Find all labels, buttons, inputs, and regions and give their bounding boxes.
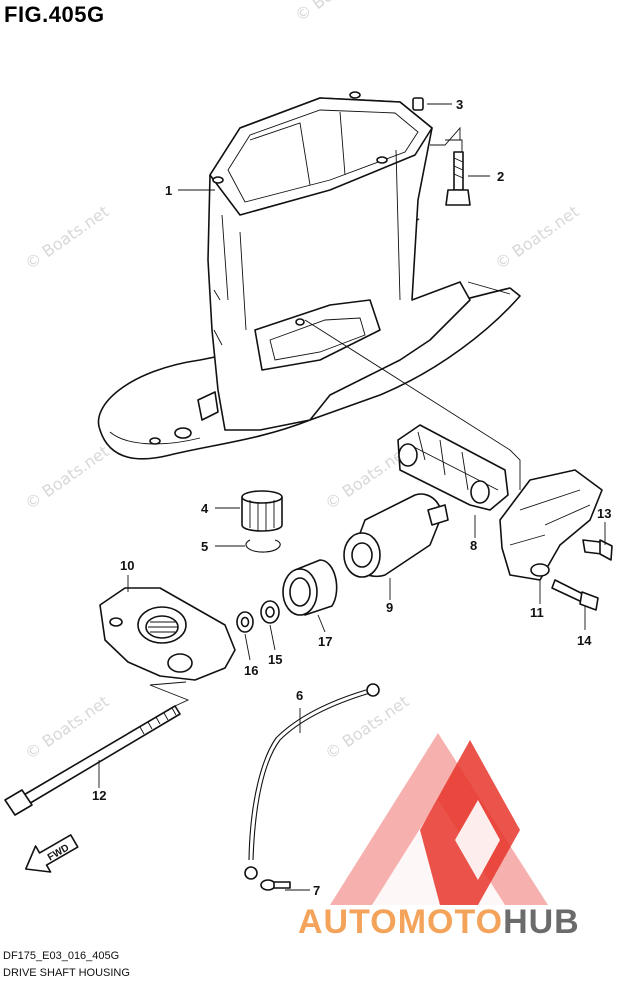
watermark-text: © Boats.net xyxy=(491,202,582,274)
callout-8: 8 xyxy=(470,538,477,553)
callout-7: 7 xyxy=(313,883,320,898)
drive-shaft-housing xyxy=(97,91,521,460)
figure-title: FIG.405G xyxy=(4,2,105,27)
fwd-arrow: FWD xyxy=(24,834,79,873)
drawing-code: DF175_E03_016_405G xyxy=(3,950,120,962)
cover-bolt-lower xyxy=(551,579,599,611)
callout-5: 5 xyxy=(201,539,208,554)
callout-16: 16 xyxy=(244,663,258,678)
water-pipe-seal xyxy=(241,490,283,532)
callout-4: 4 xyxy=(201,501,209,516)
rubber-mount-cover xyxy=(397,424,509,511)
callout-9: 9 xyxy=(386,600,393,615)
circlip xyxy=(245,539,281,553)
callout-6: 6 xyxy=(296,688,303,703)
brand-wordmark-left: AUTOMOTO xyxy=(298,903,504,941)
washer xyxy=(260,600,280,624)
mount-cover xyxy=(499,469,603,581)
callout-1: 1 xyxy=(165,183,172,198)
callout-17: 17 xyxy=(318,634,332,649)
fwd-label: FWD xyxy=(46,843,71,864)
mount-bushing xyxy=(282,559,338,616)
watermark-text: © Boats.net xyxy=(291,0,382,25)
ground-cable xyxy=(244,683,380,880)
callout-14: 14 xyxy=(577,633,592,648)
brand-wordmark: AUTOMOTOHUB xyxy=(298,903,580,942)
lower-mount-rubber xyxy=(343,493,449,578)
watermark-text: © Boats.net xyxy=(321,692,412,764)
mount-bracket xyxy=(99,587,236,681)
figure-caption: DRIVE SHAFT HOUSING xyxy=(3,967,130,979)
cable-screw xyxy=(260,879,291,891)
callout-labels: 1 2 3 4 5 6 7 8 9 10 11 12 13 14 15 16 1… xyxy=(92,97,611,898)
through-bolt xyxy=(4,705,181,816)
callout-11: 11 xyxy=(530,605,544,620)
callout-15: 15 xyxy=(268,652,282,667)
brand-wordmark-right: HUB xyxy=(503,903,580,941)
nut xyxy=(236,611,254,633)
cover-bolt-upper xyxy=(582,539,613,561)
callout-3: 3 xyxy=(456,97,463,112)
callout-10: 10 xyxy=(120,558,134,573)
callout-12: 12 xyxy=(92,788,106,803)
callout-2: 2 xyxy=(497,169,504,184)
watermark-text: © Boats.net xyxy=(21,442,112,514)
dowel-pin xyxy=(412,97,424,111)
callout-13: 13 xyxy=(597,506,611,521)
leader-lines xyxy=(98,103,606,891)
brand-logo xyxy=(330,733,548,905)
watermark-text: © Boats.net xyxy=(21,202,112,274)
housing-bolt xyxy=(445,151,471,206)
